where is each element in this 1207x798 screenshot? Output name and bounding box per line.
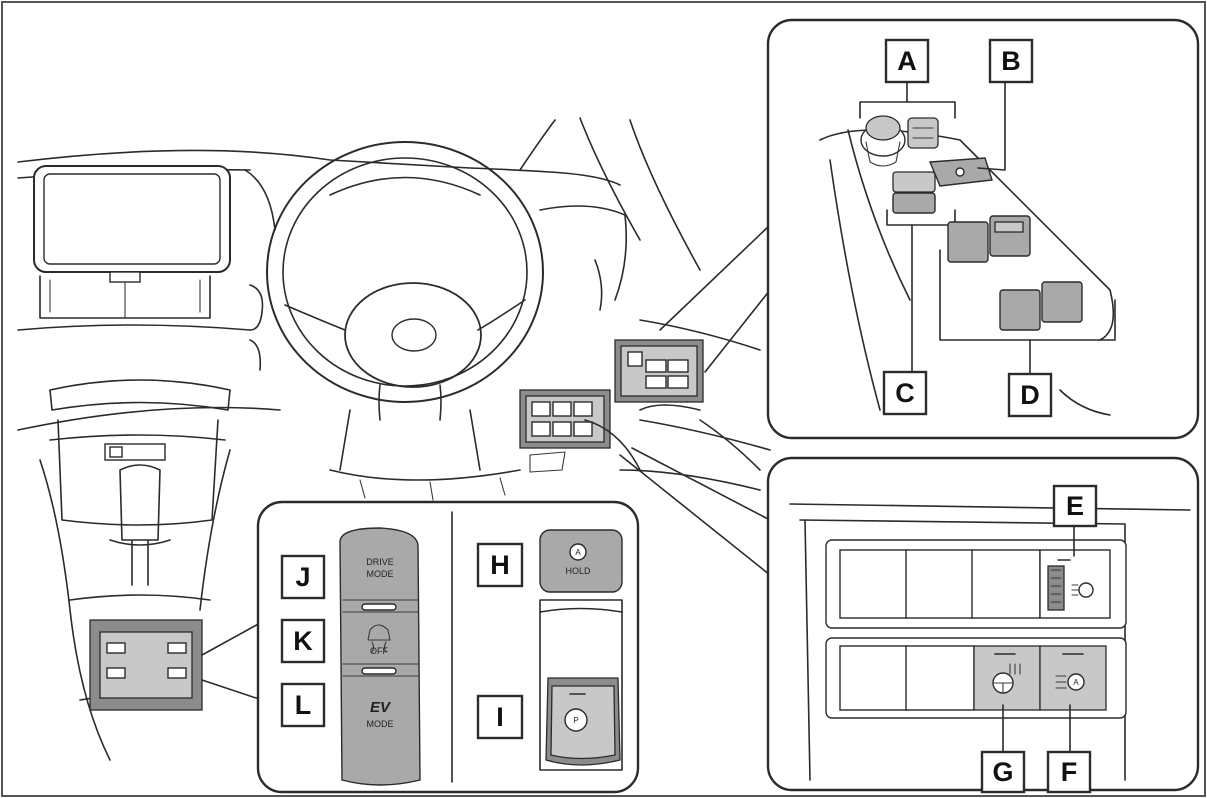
svg-text:A: A <box>575 548 581 557</box>
svg-text:D: D <box>1020 380 1040 410</box>
ev-mode-label: MODE <box>367 719 394 729</box>
callout-k: K <box>280 618 326 664</box>
console-switch-panel: A P <box>256 500 640 794</box>
svg-text:J: J <box>295 562 310 592</box>
dash-switch-panel: A <box>766 456 1200 792</box>
callout-d: D <box>1007 372 1053 418</box>
svg-text:H: H <box>490 550 510 580</box>
door-switch-panel <box>766 18 1200 440</box>
svg-text:P: P <box>573 716 578 725</box>
callout-l: L <box>280 682 326 728</box>
drive-mode-label-1: DRIVE <box>366 557 394 567</box>
hold-label: HOLD <box>565 566 591 576</box>
callout-c: C <box>882 370 928 416</box>
svg-text:A: A <box>897 46 917 76</box>
svg-text:F: F <box>1061 757 1078 787</box>
svg-text:B: B <box>1001 46 1021 76</box>
hold-button[interactable] <box>539 529 623 593</box>
ev-label: EV <box>370 699 392 716</box>
callout-e: E <box>1052 484 1098 528</box>
svg-text:C: C <box>895 378 915 408</box>
mode-button-stack[interactable] <box>339 527 421 786</box>
callout-a: A <box>884 38 930 84</box>
callout-h: H <box>476 542 524 588</box>
svg-text:E: E <box>1066 491 1084 521</box>
vsc-off-label: OFF <box>370 646 388 656</box>
svg-text:K: K <box>293 626 313 656</box>
svg-text:I: I <box>496 702 504 732</box>
svg-text:G: G <box>992 757 1013 787</box>
drive-mode-label-2: MODE <box>367 569 394 579</box>
callout-i: I <box>476 694 524 740</box>
callout-f: F <box>1046 750 1092 794</box>
svg-text:L: L <box>295 690 312 720</box>
callout-j: J <box>280 554 326 600</box>
callout-g: G <box>980 750 1026 794</box>
callout-b: B <box>988 38 1034 84</box>
svg-text:A: A <box>1073 678 1079 687</box>
dashboard-lines <box>17 117 771 761</box>
